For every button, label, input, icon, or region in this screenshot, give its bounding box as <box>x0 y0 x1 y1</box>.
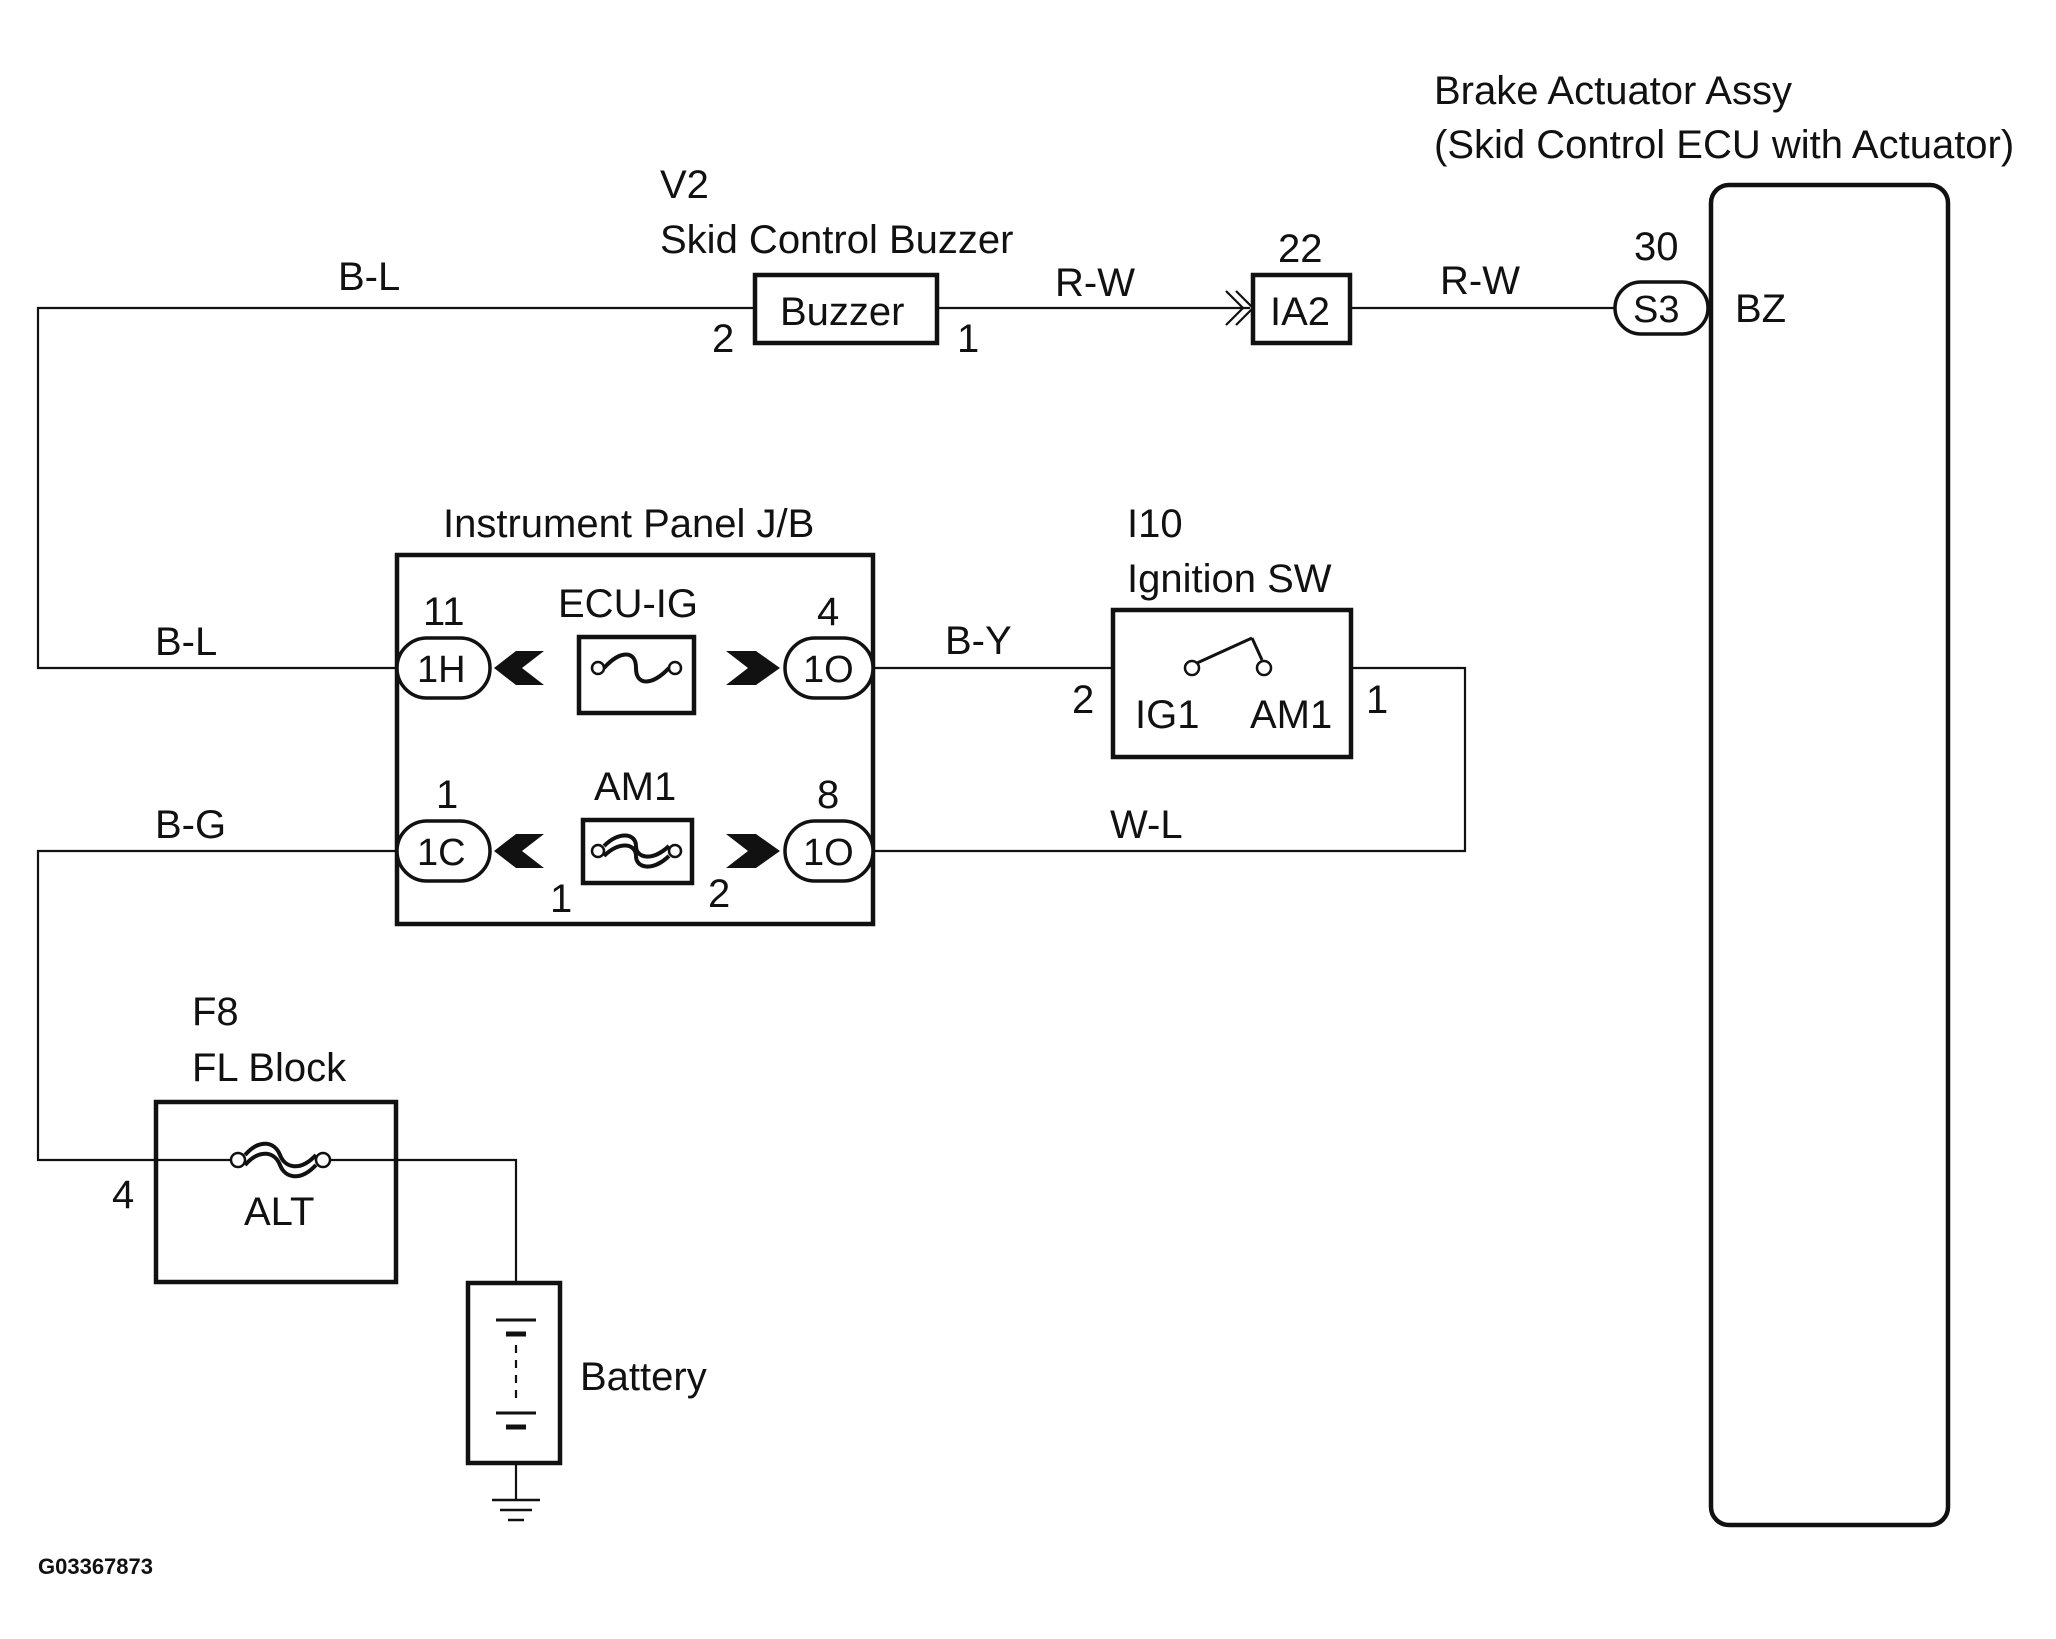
am1-fuse-label: AM1 <box>594 765 676 809</box>
fl-block-code: F8 <box>192 990 239 1034</box>
ignition-switch-lever-tip <box>1250 637 1264 661</box>
jb-title: Instrument Panel J/B <box>443 502 814 546</box>
fl-block: F8 FL Block ALT 4 <box>112 990 399 1285</box>
wire-label-buzzer-to-ia2: R-W <box>1055 261 1135 305</box>
fl-block-box[interactable] <box>153 1099 399 1285</box>
battery-label: Battery <box>580 1355 707 1399</box>
wire-label-fl-to-jb: B-G <box>155 803 226 847</box>
ecu-ig-fuse-icon <box>602 652 671 684</box>
brake-actuator-pin-number: 30 <box>1634 225 1679 269</box>
ecu-ig-fuse-terminal-left <box>590 660 606 676</box>
alt-fuse-terminal-left <box>229 1151 247 1169</box>
buzzer-code: V2 <box>660 163 709 207</box>
instrument-panel-jb: Instrument Panel J/B 11 1H ECU-IG 4 1O 1… <box>394 502 876 927</box>
fl-block-pin: 4 <box>112 1173 134 1217</box>
alt-fuse-terminal-right <box>314 1151 332 1169</box>
buzzer-name: Skid Control Buzzer <box>660 218 1013 262</box>
alt-fuse-label: ALT <box>244 1190 314 1234</box>
connector-1h-pill[interactable] <box>395 636 492 700</box>
ia2-label: IA2 <box>1270 290 1330 334</box>
wire-label-ignition-return: W-L <box>1110 803 1183 847</box>
s3-connector-label: S3 <box>1633 289 1679 331</box>
wire-fl-to-jb[interactable] <box>36 849 397 1162</box>
ia2-chevron-outer <box>1225 290 1245 326</box>
bz-terminal-label: BZ <box>1735 287 1786 331</box>
connector-1o-top-label: 1O <box>803 649 854 691</box>
brake-actuator-assy: Brake Actuator Assy (Skid Control ECU wi… <box>1434 69 2014 1528</box>
am1-fuse-pin-right: 2 <box>708 872 730 916</box>
connector-1h-arrow <box>494 651 544 685</box>
jb-top-left-pin: 11 <box>423 590 465 634</box>
s3-connector-pill[interactable] <box>1613 280 1710 336</box>
brake-actuator-title-line1: Brake Actuator Assy <box>1434 69 1792 113</box>
jb-bottom-left-pin: 1 <box>436 773 458 817</box>
battery-box[interactable] <box>465 1280 563 1466</box>
ia2-box[interactable] <box>1250 272 1353 346</box>
ia2-junction-connector: 22 IA2 <box>1225 227 1353 346</box>
connector-1o-top-arrow <box>726 651 780 685</box>
alt-fuse-icon <box>243 1141 318 1179</box>
connector-1o-top-pill[interactable] <box>783 636 875 700</box>
ignition-name: Ignition SW <box>1127 557 1332 601</box>
buzzer-pin-in: 2 <box>712 317 734 361</box>
ia2-pin-number: 22 <box>1278 227 1323 271</box>
ignition-switch-lever[interactable] <box>1196 636 1253 665</box>
ecu-ig-fuse-label: ECU-IG <box>558 582 698 626</box>
connector-1h-label: 1H <box>417 649 466 691</box>
am1-fuse-icon <box>602 833 671 869</box>
skid-control-buzzer: V2 Skid Control Buzzer Buzzer 2 1 <box>660 163 1013 361</box>
connector-1o-bottom-pill[interactable] <box>783 819 875 883</box>
ignition-terminal-ig1: IG1 <box>1135 693 1199 737</box>
fl-block-name: FL Block <box>192 1046 347 1090</box>
buzzer-pin-out: 1 <box>957 317 979 361</box>
brake-actuator-title-line2: (Skid Control ECU with Actuator) <box>1434 123 2014 167</box>
am1-fuse-terminal-right <box>667 843 683 859</box>
brake-actuator-body[interactable] <box>1708 182 1951 1528</box>
ignition-contact-am1 <box>1255 659 1273 677</box>
buzzer-box[interactable] <box>752 272 940 346</box>
jb-bottom-right-pin: 8 <box>817 773 839 817</box>
am1-fuse-pin-left: 1 <box>550 877 572 921</box>
wire-label-jb-to-ignition: B-Y <box>945 619 1012 663</box>
jb-top-right-pin: 4 <box>817 590 839 634</box>
wire-top-left-b-l[interactable] <box>36 306 755 670</box>
connector-1c-label: 1C <box>417 832 466 874</box>
ignition-box[interactable] <box>1110 607 1354 760</box>
connector-1c-pill[interactable] <box>395 819 492 883</box>
wire-label-top-left: B-L <box>338 255 400 299</box>
figure-id: G03367873 <box>38 1554 153 1579</box>
connector-1c-arrow <box>494 834 544 868</box>
battery: Battery <box>465 1280 707 1522</box>
buzzer-label: Buzzer <box>780 290 905 334</box>
wire-label-jb-input: B-L <box>155 620 217 664</box>
wire-ignition-return[interactable] <box>873 666 1467 853</box>
ignition-code: I10 <box>1127 502 1183 546</box>
connector-1o-bottom-label: 1O <box>803 832 854 874</box>
ignition-switch: I10 Ignition SW IG1 AM1 2 1 <box>1072 502 1388 760</box>
am1-fuse-terminal-left <box>590 843 606 859</box>
ignition-terminal-am1: AM1 <box>1250 693 1332 737</box>
ignition-pin-right: 1 <box>1366 678 1388 722</box>
wire-label-ia2-to-ecu: R-W <box>1440 259 1520 303</box>
ignition-pin-left: 2 <box>1072 678 1094 722</box>
connector-1o-bottom-arrow <box>726 834 780 868</box>
wire-color-labels: B-L R-W R-W B-L B-Y W-L B-G <box>155 255 1520 847</box>
ignition-contact-ig1 <box>1183 659 1201 677</box>
ecu-ig-fuse-terminal-right <box>667 660 683 676</box>
